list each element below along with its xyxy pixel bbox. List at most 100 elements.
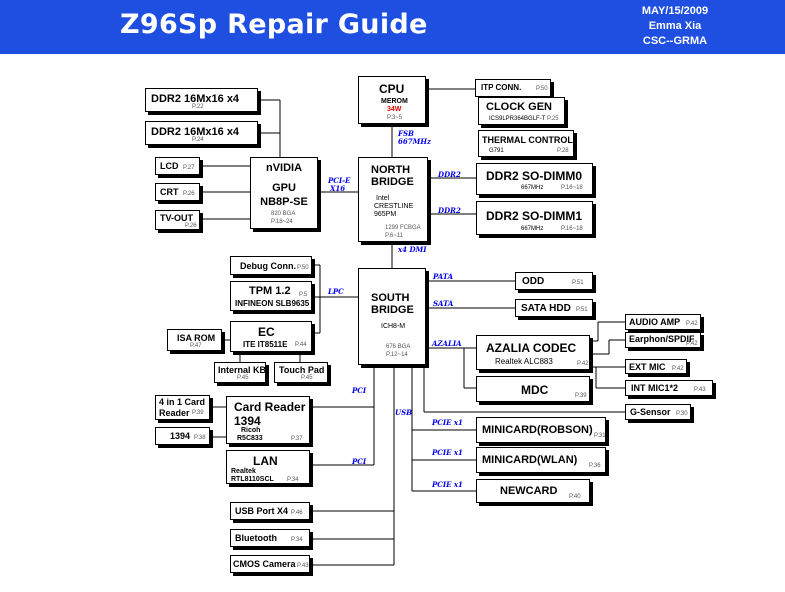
azalia-label: AZALIA CODEC [486,341,577,355]
bus-pci-label-a: PCI [352,386,367,395]
bluetooth-block: Bluetooth P.34 [230,529,310,547]
nb-label-2: BRIDGE [371,176,414,188]
sata-hdd-block: SATA HDD P.51 [515,299,593,317]
itp-conn-block: ITP CONN. P.50 [475,79,551,97]
usbport-label: USB Port X4 [235,506,289,516]
header-author: Emma Xia [648,20,702,32]
ddr2-memory-b: DDR2 16Mx16 x4 P.24 [145,121,258,145]
cmos-camera-block: CMOS Camera P.43 [230,555,310,573]
thermal-sub: G791 [489,148,504,154]
clock-label: CLOCK GEN [486,101,552,113]
odd-label: ODD [522,276,545,287]
ec-label: EC [258,325,275,339]
lcd-page: P.27 [183,165,195,171]
cardreader-page: P.37 [291,436,303,442]
cardreader-label: Card Reader [234,400,306,414]
bus-azalia-label: AZALIA [432,339,462,348]
earphone-page: P.42 [686,341,698,347]
gpu-page: P.18~24 [271,219,293,225]
header-date: MAY/15/2009 [641,5,709,17]
south-bridge-block: SOUTH BRIDGE ICH8-M 676 BGA P.12~14 [358,268,426,365]
itp-page: P.50 [536,86,548,92]
touchpad-page: P.45 [301,375,313,381]
page-title: Z96Sp Repair Guide [120,9,428,40]
cpu-model: MEROM [381,98,408,105]
lcd-label: LCD [160,161,179,171]
intmic-page: P.43 [694,387,706,393]
header-meta: MAY/15/2009 Emma Xia CSC--GRMA [615,4,735,49]
thermal-page: P.28 [557,148,569,154]
bus-pcie-x1-label-c: PCIE x1 [432,480,463,489]
bus-pcie-x1-label-a: PCIE x1 [432,418,463,427]
crt-page: P.26 [183,191,195,197]
odd-page: P.51 [572,280,584,286]
lan-label: LAN [253,454,278,468]
odd-block: ODD P.51 [515,272,593,290]
bus-lpc-label: LPC [328,287,344,296]
sodimm0-sub: 667MHz [521,185,544,191]
bus-pata-label: PATA [433,272,454,281]
gpu-vendor: nVIDIA [265,162,303,174]
robson-label: MINICARD(ROBSON) [482,424,593,436]
sodimm1-sub: 667MHz [521,226,544,232]
azalia-page: P.42 [577,361,589,367]
newcard-label: NEWCARD [500,485,558,497]
minicard-wlan-block: MINICARD(WLAN) P.36 [476,447,606,473]
sb-label-1: SOUTH [371,292,410,304]
internal-kb-block: Internal KB P.45 [214,362,266,383]
north-bridge-block: NORTH BRIDGE Intel CRESTLINE 965PM 1299 … [358,157,428,242]
sodimm1-label: DDR2 SO-DIMM1 [486,209,583,223]
lan-block: LAN Realtek RTL8110SCL P.34 [226,450,310,484]
satahdd-page: P.51 [576,307,588,313]
ext-mic-block: EXT MIC P.42 [625,359,687,374]
tpm-label: TPM 1.2 [249,285,291,297]
tpm-block: TPM 1.2 INFINEON SLB9635 P.5 [230,281,312,311]
sodimm1-block: DDR2 SO-DIMM1 667MHz P.16~18 [476,201,593,235]
isarom-page: P.47 [190,343,202,349]
bluetooth-page: P.34 [291,537,303,543]
crt-block: CRT P.26 [155,183,200,201]
thermal-control-block: THERMAL CONTROL G791 P.28 [478,130,574,157]
extmic-page: P.42 [672,366,684,372]
tvout-block: TV-OUT P.26 [155,210,200,230]
ieee1394-page: P.38 [194,435,206,441]
nb-label-1: NORTH [371,164,411,176]
itp-label: ITP CONN. [481,83,522,92]
cmos-page: P.43 [297,563,309,569]
tvout-page: P.26 [185,223,197,229]
tpm-page: P.5 [299,292,308,298]
header-dept: CSC--GRMA [642,35,708,47]
crt-label: CRT [160,187,179,197]
int-mic-block: INT MIC1*2 P.43 [625,380,713,396]
nb-model: 965PM [374,211,397,218]
four-in-one-reader-block: 4 in 1 Card Reader P.39 [155,395,210,420]
ieee1394-block: 1394 P.38 [155,427,210,445]
sb-page: P.12~14 [386,352,408,358]
earphone-spdif-block: Earphon/SPDIF P.42 [625,332,701,348]
cardreader-chip: R5C833 [237,435,263,442]
g-sensor-block: G-Sensor P.30 [625,404,691,420]
nb-package: 1299 FCBGA [385,225,421,231]
fourin1-page: P.39 [192,410,204,416]
nb-page: P.6~11 [385,233,403,239]
cpu-page: P.3~5 [387,115,403,121]
ec-block: EC ITE IT8511E P.44 [230,321,312,352]
cardreader-vendor: Ricoh [241,427,261,434]
intkb-label: Internal KB [218,365,267,375]
bluetooth-label: Bluetooth [235,533,277,543]
ddr2-a-page: P.22 [192,104,204,110]
audioamp-page: P.42 [686,321,698,327]
azalia-codec-block: AZALIA CODEC Realtek ALC883 P.42 [476,335,590,370]
satahdd-label: SATA HDD [521,303,571,314]
tpm-chip: INFINEON SLB9635 [235,299,310,308]
bus-sata-label: SATA [433,299,454,308]
bus-fsb-label-a: FSB [398,129,414,138]
bus-ddr2-label-a: DDR2 [438,170,461,179]
debug-conn-block: Debug Conn. P.50 [230,256,312,275]
extmic-label: EXT MIC [629,362,666,372]
cpu-block: CPU MEROM 34W P.3~5 [358,76,426,124]
mdc-page: P.39 [575,393,587,399]
lan-vendor: Realtek [231,468,256,475]
wlan-page: P.36 [589,463,601,469]
